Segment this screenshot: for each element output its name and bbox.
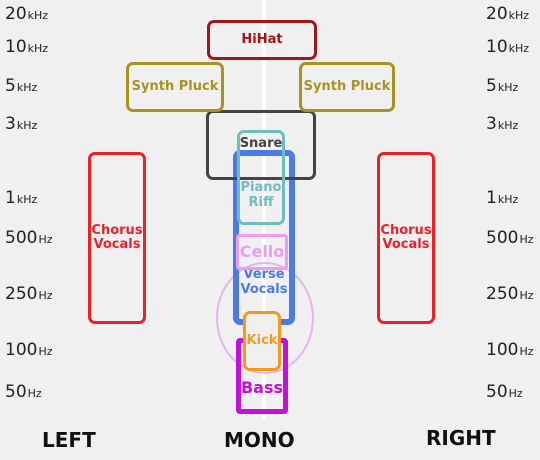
tick-left-1khz: 1kHz <box>5 188 38 208</box>
position-label-left: LEFT <box>42 428 96 452</box>
tick-right-50hz: 50Hz <box>486 382 523 402</box>
mono-center-line <box>262 0 266 420</box>
chorus-vocals-right-line-1: Chorus <box>380 222 432 238</box>
position-label-mono: MONO <box>224 428 295 452</box>
tick-left-100hz: 100Hz <box>5 340 53 360</box>
verse-vocals-line-1: Verse <box>243 267 285 283</box>
tick-left-5khz: 5kHz <box>5 76 38 96</box>
tick-left-500hz: 500Hz <box>5 228 53 248</box>
kick-label: Kick <box>246 332 278 348</box>
tick-right-500hz: 500Hz <box>486 228 534 248</box>
tick-right-1khz: 1kHz <box>486 188 519 208</box>
snare-box: Snare <box>206 110 316 180</box>
tick-right-5khz: 5kHz <box>486 76 519 96</box>
hihat-box: HiHat <box>207 20 317 60</box>
chorus-vocals-right-box: Chorus Vocals <box>377 152 435 324</box>
tick-right-20khz: 20kHz <box>486 4 530 24</box>
chorus-vocals-left-box: Chorus Vocals <box>88 152 146 324</box>
tick-right-100hz: 100Hz <box>486 340 534 360</box>
tick-left-3khz: 3kHz <box>5 114 38 134</box>
kick-box: Kick <box>243 311 281 371</box>
tick-left-20khz: 20kHz <box>5 4 49 24</box>
cello-label: Cello <box>239 242 285 262</box>
synth-pluck-left-label: Synth Pluck <box>131 78 219 94</box>
chorus-vocals-left-line-2: Vocals <box>93 237 141 252</box>
bass-label: Bass <box>240 378 284 398</box>
tick-right-250hz: 250Hz <box>486 284 534 304</box>
tick-left-250hz: 250Hz <box>5 284 53 304</box>
synth-pluck-right-box: Synth Pluck <box>299 62 395 112</box>
hihat-label: HiHat <box>241 31 283 47</box>
verse-vocals-line-2: Vocals <box>240 281 288 297</box>
piano-riff-box: Piano Riff <box>237 130 285 225</box>
snare-label: Snare <box>239 136 283 151</box>
chorus-vocals-right-line-2: Vocals <box>382 237 430 252</box>
chorus-vocals-left-line-1: Chorus <box>91 222 143 238</box>
synth-pluck-left-box: Synth Pluck <box>126 62 224 112</box>
synth-pluck-right-label: Synth Pluck <box>303 78 391 94</box>
piano-riff-line-1: Piano <box>240 180 282 196</box>
tick-right-3khz: 3kHz <box>486 114 519 134</box>
tick-left-50hz: 50Hz <box>5 382 42 402</box>
position-label-right: RIGHT <box>426 426 496 450</box>
cello-box: Cello <box>236 234 288 270</box>
tick-left-10khz: 10kHz <box>5 37 49 57</box>
piano-riff-line-2: Riff <box>248 194 274 210</box>
bass-region-circle <box>216 262 314 374</box>
tick-right-10khz: 10kHz <box>486 37 530 57</box>
